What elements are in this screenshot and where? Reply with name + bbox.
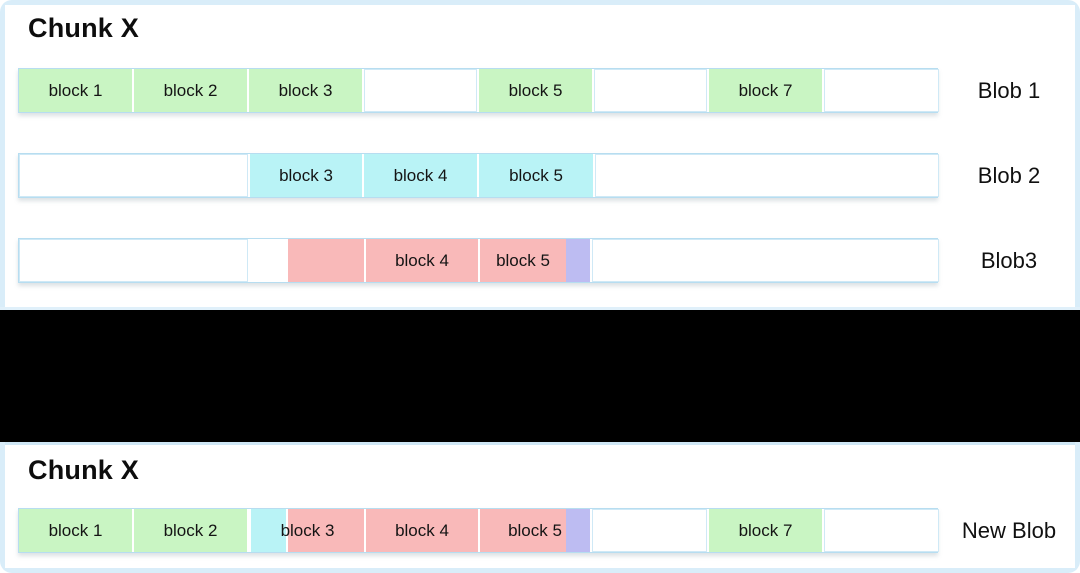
empty-segment xyxy=(364,69,477,112)
block-segment xyxy=(249,69,362,112)
block-segment xyxy=(480,239,566,282)
blob-row-label: Blob 1 xyxy=(977,77,1041,103)
block-segment xyxy=(134,69,247,112)
empty-segment xyxy=(19,239,248,282)
blob-row-label: Blob3 xyxy=(980,247,1038,273)
empty-segment xyxy=(19,154,248,197)
block-segment xyxy=(250,154,362,197)
block-segment xyxy=(709,69,822,112)
top-chunk-title: Chunk X xyxy=(28,13,139,43)
block-segment xyxy=(479,69,592,112)
block-segment xyxy=(479,154,593,197)
block-segment xyxy=(709,509,822,552)
block-segment xyxy=(566,239,590,282)
block-segment xyxy=(364,154,477,197)
block-segment xyxy=(251,509,286,552)
empty-segment xyxy=(595,154,939,197)
empty-segment xyxy=(824,509,939,552)
frame-edge-bottom xyxy=(0,568,1080,573)
block-segment xyxy=(366,509,478,552)
empty-segment xyxy=(592,509,707,552)
bottom-chunk-title: Chunk X xyxy=(28,455,139,485)
block-segment xyxy=(19,69,132,112)
blob-row-label: Blob 2 xyxy=(977,162,1041,188)
band-top-edge xyxy=(0,307,1080,310)
frame-edge-top xyxy=(0,0,1080,5)
empty-segment xyxy=(592,239,939,282)
block-segment xyxy=(288,509,364,552)
block-segment xyxy=(480,509,566,552)
merge-band xyxy=(0,310,1080,442)
block-segment xyxy=(566,509,590,552)
frame-edge-left-bottom xyxy=(0,442,5,573)
frame-edge-left-top xyxy=(0,0,5,310)
band-bottom-edge xyxy=(0,442,1080,445)
block-segment xyxy=(19,509,132,552)
frame-edge-right-bottom xyxy=(1075,442,1080,573)
empty-segment xyxy=(594,69,707,112)
block-segment xyxy=(134,509,247,552)
empty-segment xyxy=(824,69,939,112)
block-segment xyxy=(366,239,478,282)
block-segment xyxy=(288,239,364,282)
frame-edge-right-top xyxy=(1075,0,1080,310)
blob-row-label: New Blob xyxy=(961,517,1057,543)
